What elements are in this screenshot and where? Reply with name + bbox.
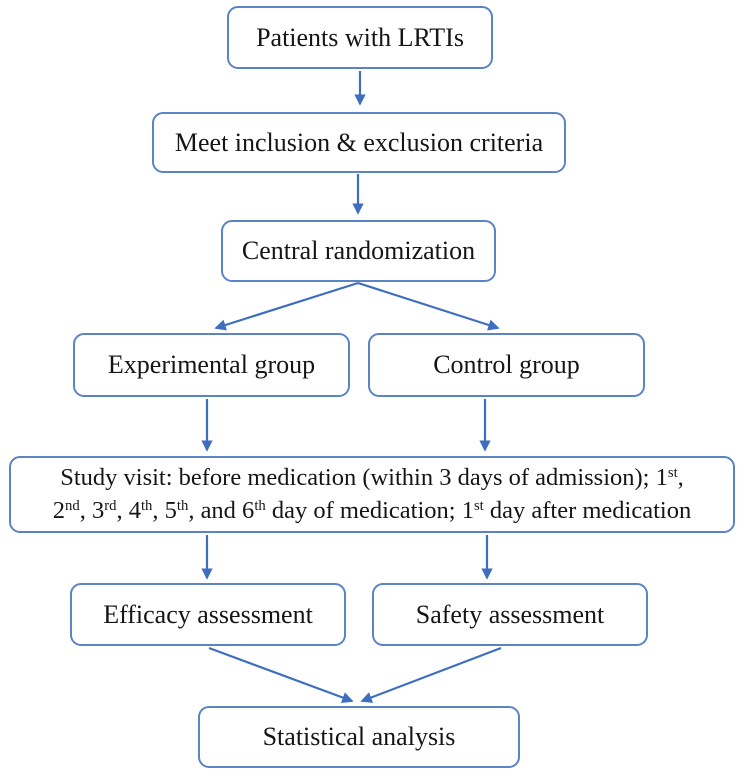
node-statistical-analysis-label: Statistical analysis — [262, 722, 456, 752]
node-criteria-label: Meet inclusion & exclusion criteria — [174, 127, 544, 157]
node-efficacy-assessment: Efficacy assessment — [70, 583, 346, 646]
node-safety-assessment: Safety assessment — [372, 583, 648, 646]
node-study-visit-label: Study visit: before medication (within 3… — [52, 463, 692, 524]
node-control-group: Control group — [368, 333, 645, 397]
node-study-visit: Study visit: before medication (within 3… — [9, 456, 735, 533]
edge-safety-statistical — [360, 646, 502, 703]
edge-randomization-experimental — [214, 281, 359, 331]
edge-randomization-control — [357, 281, 500, 331]
node-safety-assessment-label: Safety assessment — [415, 599, 605, 629]
node-experimental-group: Experimental group — [73, 333, 350, 397]
node-control-group-label: Control group — [433, 350, 580, 380]
node-patients: Patients with LRTIs — [227, 6, 493, 69]
node-statistical-analysis: Statistical analysis — [198, 706, 520, 768]
node-efficacy-assessment-label: Efficacy assessment — [103, 599, 313, 629]
node-randomization: Central randomization — [221, 220, 496, 282]
node-randomization-label: Central randomization — [241, 236, 476, 266]
node-patients-label: Patients with LRTIs — [256, 22, 464, 52]
node-experimental-group-label: Experimental group — [107, 350, 316, 380]
edge-efficacy-statistical — [208, 646, 354, 703]
node-criteria: Meet inclusion & exclusion criteria — [152, 112, 566, 173]
